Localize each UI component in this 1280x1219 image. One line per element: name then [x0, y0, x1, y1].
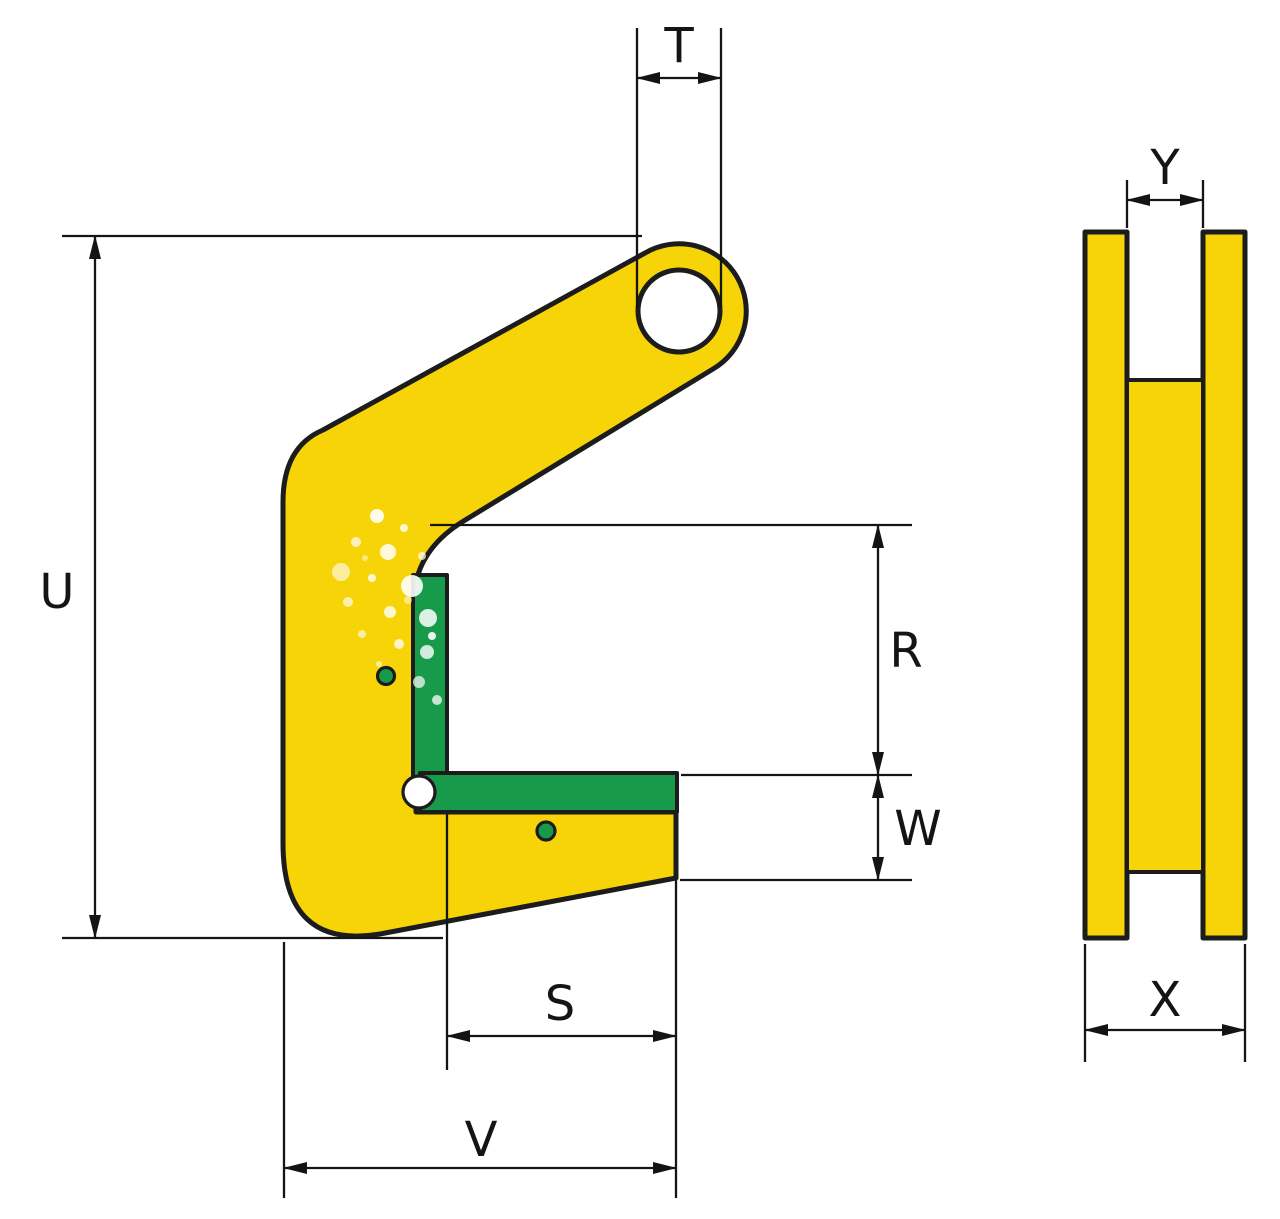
- dimension-X: X: [1083, 944, 1247, 1062]
- dim-label-V: V: [465, 1112, 498, 1168]
- dimension-Y: Y: [1125, 140, 1205, 228]
- side-center-body: [1125, 378, 1205, 874]
- dimension-V: V: [282, 880, 678, 1198]
- side-plate-right: [1200, 229, 1248, 941]
- horizontal-clamp-pad: [418, 771, 679, 814]
- dimension-T: T: [635, 18, 723, 308]
- vertical-clamp-pad: [411, 573, 449, 779]
- dim-label-U: U: [39, 564, 74, 620]
- sparkle-effect: [332, 509, 442, 705]
- dimension-W: W: [680, 774, 942, 882]
- dimension-R: R: [430, 523, 923, 777]
- dim-label-X: X: [1149, 972, 1182, 1028]
- dim-label-R: R: [889, 623, 922, 679]
- lifting-eye-hole: [635, 267, 723, 355]
- foot-pin: [535, 820, 557, 842]
- dim-label-W: W: [894, 801, 941, 857]
- dimension-S: S: [445, 814, 677, 1070]
- corner-relief-notch: [401, 774, 437, 810]
- dim-label-Y: Y: [1149, 140, 1180, 196]
- front-view: T U R W S: [39, 18, 942, 1198]
- pivot-pin: [375, 665, 397, 687]
- dimension-U: U: [39, 234, 642, 940]
- side-view: Y X: [1082, 140, 1248, 1062]
- side-plate-left: [1082, 229, 1130, 941]
- clamp-body: [280, 241, 749, 939]
- dim-label-S: S: [545, 976, 575, 1032]
- dim-label-T: T: [663, 18, 694, 74]
